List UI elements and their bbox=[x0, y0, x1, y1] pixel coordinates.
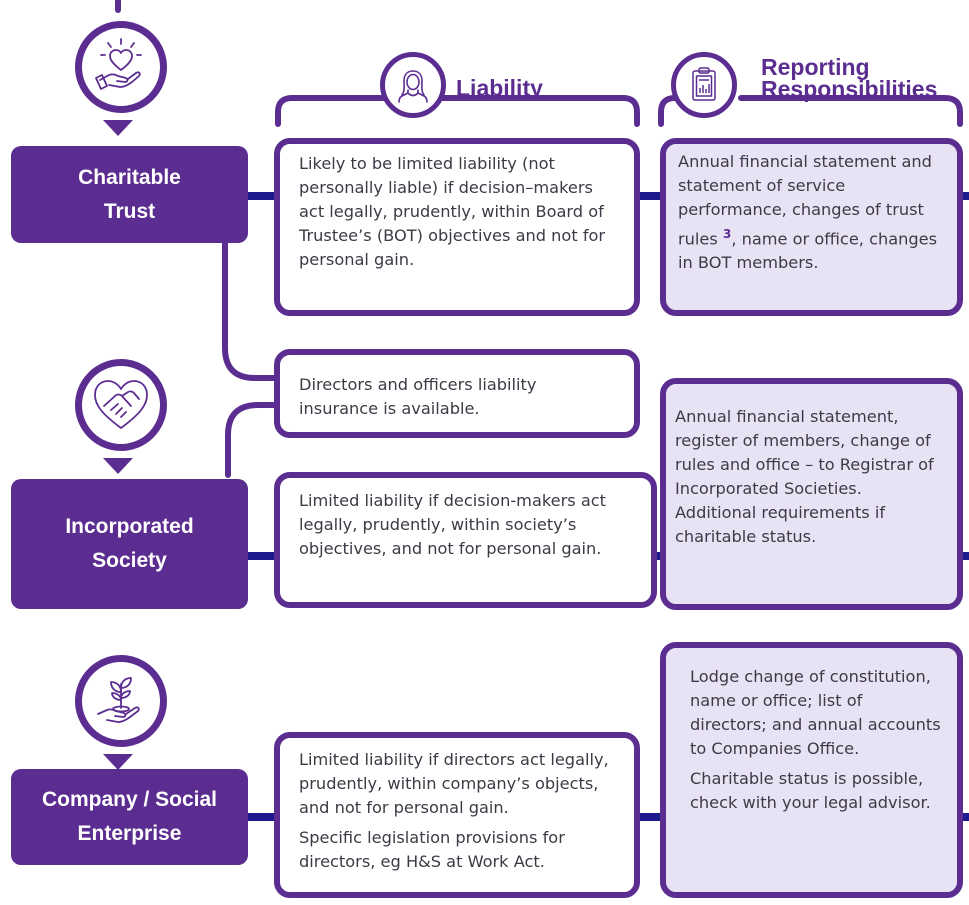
entity-incorporated-society: Incorporated Society bbox=[11, 479, 248, 609]
reporting-text-company-1: Lodge change of constitution, name or of… bbox=[690, 667, 941, 758]
liability-text-charitable-trust: Likely to be limited liability (not pers… bbox=[299, 154, 606, 269]
handshake-heart-icon bbox=[94, 380, 148, 429]
clipboard-report-icon bbox=[692, 67, 716, 101]
reporting-box-incorporated-society: Annual financial statement, register of … bbox=[660, 378, 963, 610]
reporting-header-line2: Responsibilities bbox=[761, 76, 938, 102]
liability-text-company-1: Limited liability if directors act legal… bbox=[299, 750, 609, 817]
seedling-in-hand-icon bbox=[97, 677, 140, 723]
liability-box-incorporated-society: Limited liability if decision-makers act… bbox=[274, 472, 657, 608]
entity-charitable-trust: Charitable Trust bbox=[11, 146, 248, 243]
reporting-header-line1: Reporting bbox=[761, 54, 870, 80]
liability-box-company: Limited liability if directors act legal… bbox=[274, 732, 640, 898]
liability-text-incorporated-society: Limited liability if decision-makers act… bbox=[299, 491, 607, 558]
liability-text-company-2: Specific legislation provisions for dire… bbox=[299, 828, 565, 871]
reporting-box-company: Lodge change of constitution, name or of… bbox=[660, 642, 963, 898]
reporting-text-incorporated-society-2: Additional requirements if charitable st… bbox=[675, 503, 886, 546]
entity-company-social-enterprise: Company / Social Enterprise bbox=[11, 769, 248, 865]
entity-incorporated-society-label: Incorporated Society bbox=[65, 515, 194, 572]
reporting-text-company-2: Charitable status is possible, check wit… bbox=[690, 769, 931, 812]
company-icon-circle bbox=[75, 655, 167, 747]
charitable-trust-icon-circle bbox=[75, 21, 167, 113]
liability-box-insurance: Directors and officers liability insuran… bbox=[274, 349, 640, 438]
footnote-3: 3 bbox=[722, 227, 732, 241]
liability-header: Liability bbox=[456, 75, 543, 101]
reporting-box-charitable-trust: Annual financial statement and statement… bbox=[660, 138, 963, 316]
incorporated-society-icon-circle bbox=[75, 359, 167, 451]
reporting-text-charitable-trust-b: , name or office, changes in BOT members… bbox=[678, 229, 938, 273]
person-icon bbox=[398, 70, 428, 103]
heart-in-hand-icon bbox=[95, 38, 142, 90]
reporting-text-charitable-trust: Annual financial statement and statement… bbox=[678, 150, 943, 275]
liability-text-insurance: Directors and officers liability insuran… bbox=[299, 375, 537, 418]
reporting-text-incorporated-society-1: Annual financial statement, register of … bbox=[675, 407, 934, 498]
reporting-text-charitable-trust-a: Annual financial statement and statement… bbox=[678, 152, 932, 249]
reporting-header-icon-circle bbox=[671, 52, 737, 118]
liability-header-icon-circle bbox=[380, 52, 446, 118]
entity-company-label: Company / Social Enterprise bbox=[41, 788, 218, 845]
entity-charitable-trust-label: Charitable Trust bbox=[78, 165, 181, 223]
liability-box-charitable-trust: Likely to be limited liability (not pers… bbox=[274, 138, 640, 316]
